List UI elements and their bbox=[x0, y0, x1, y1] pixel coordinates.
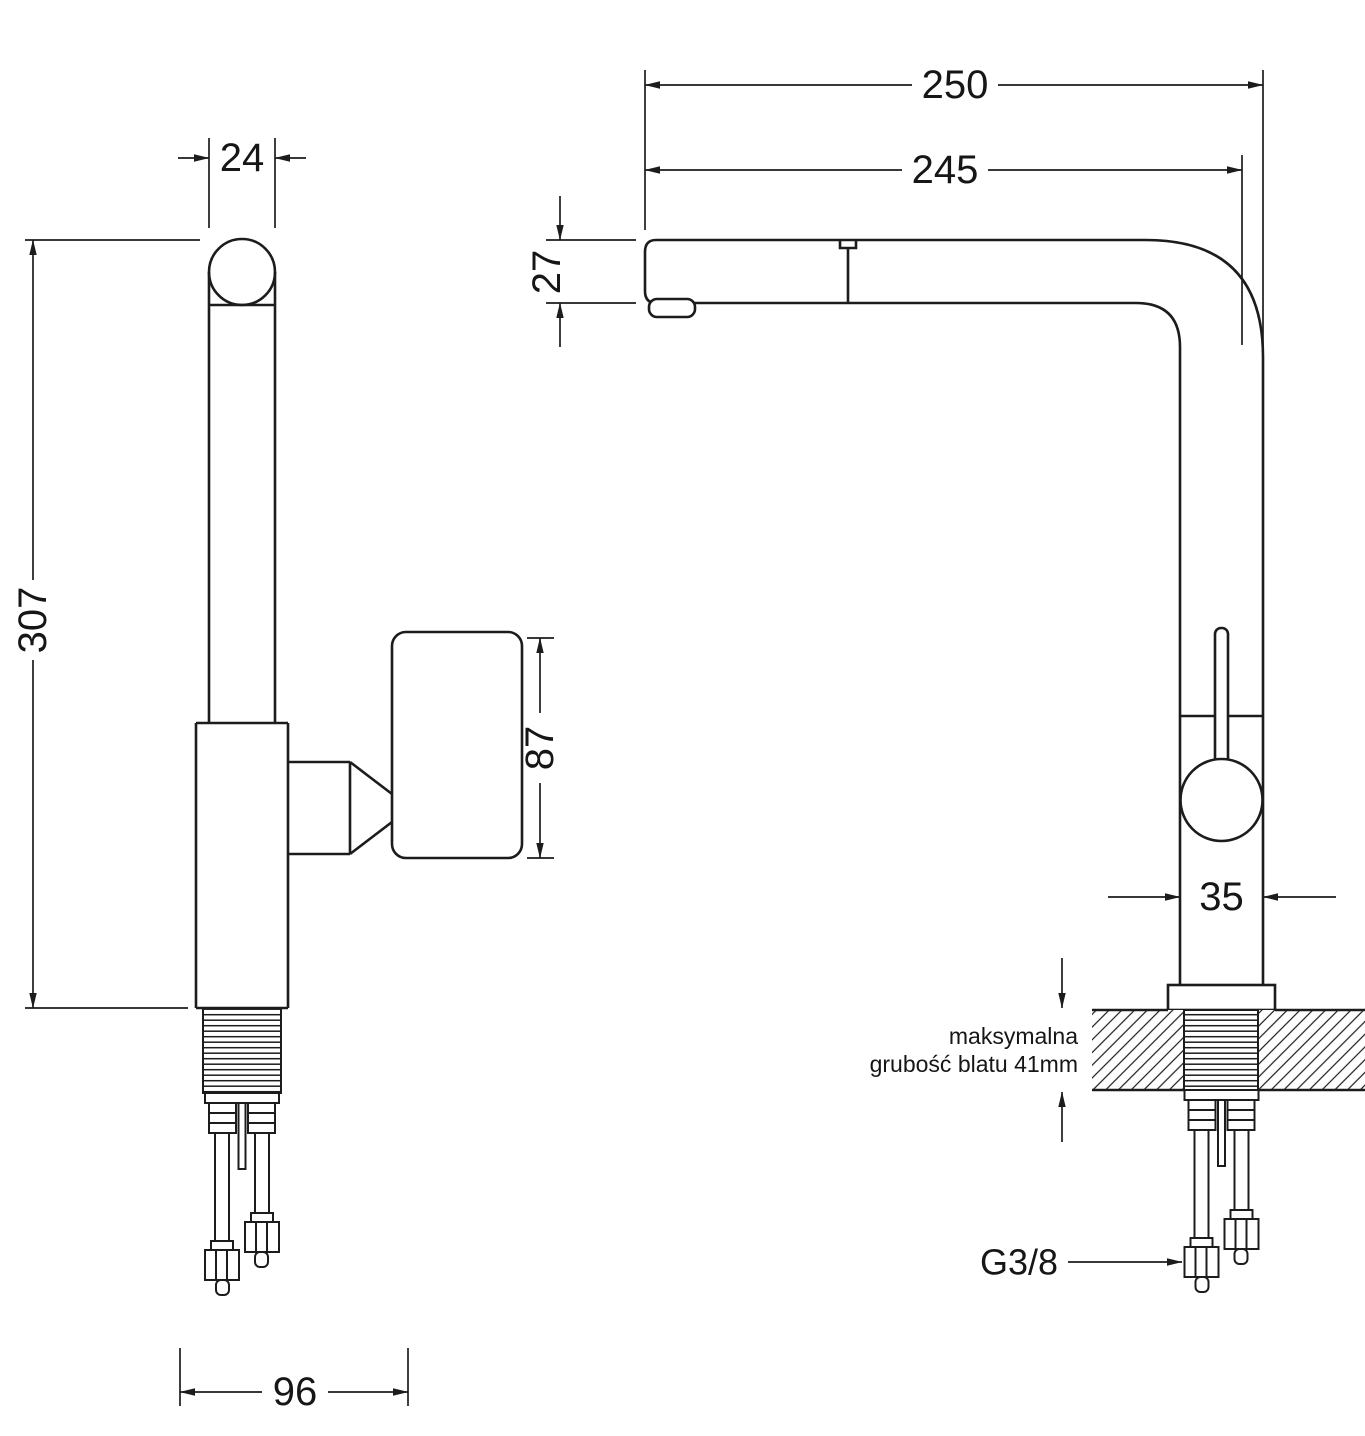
handle-lever bbox=[390, 630, 524, 860]
dim-label-245: 245 bbox=[912, 148, 979, 192]
handle-front bbox=[1179, 626, 1264, 843]
aerator bbox=[647, 297, 697, 319]
dimension-base-depth: 96 bbox=[179, 1348, 409, 1414]
dimension-total-reach: 250 bbox=[644, 63, 1264, 348]
dimension-spout-height: 27 bbox=[525, 196, 636, 347]
dim-label-35: 35 bbox=[1199, 875, 1244, 919]
mounting-hardware-side bbox=[204, 1092, 280, 1296]
dimension-handle-length: 87 bbox=[518, 637, 562, 859]
front-view: 250 245 27 35 maksymalna grub bbox=[525, 63, 1365, 1293]
countertop-section bbox=[1092, 1008, 1365, 1092]
dim-label-96: 96 bbox=[273, 1370, 318, 1414]
spout-outline bbox=[643, 238, 1265, 985]
spout-end-circle bbox=[207, 237, 277, 307]
dimension-body-diameter: 35 bbox=[1108, 875, 1336, 919]
dimension-spout-pipe-width: 24 bbox=[178, 136, 306, 228]
base-flange bbox=[1166, 983, 1277, 1012]
dim-label-307: 307 bbox=[11, 587, 55, 654]
mounting-thread-front bbox=[1183, 1009, 1259, 1091]
thread-size-label: G3/8 bbox=[980, 1242, 1058, 1283]
dim-label-27: 27 bbox=[525, 250, 569, 295]
countertop-note-line1: maksymalna bbox=[949, 1023, 1078, 1049]
countertop-note-line2: grubość blatu 41mm bbox=[870, 1051, 1078, 1077]
mounting-hardware-front bbox=[1183, 1089, 1260, 1293]
handle-ball-joint bbox=[1179, 757, 1264, 843]
dimension-spout-reach: 245 bbox=[644, 148, 1243, 345]
handle-side bbox=[288, 630, 524, 860]
mounting-thread-side bbox=[202, 1007, 282, 1094]
countertop-thickness-annotation: maksymalna grubość blatu 41mm bbox=[870, 958, 1078, 1142]
side-view: 24 307 87 96 bbox=[11, 136, 562, 1414]
dim-label-87: 87 bbox=[518, 726, 562, 771]
dim-label-24: 24 bbox=[220, 136, 265, 180]
connection-thread-callout: G3/8 bbox=[980, 1242, 1183, 1283]
dim-label-250: 250 bbox=[922, 63, 989, 107]
faucet-riser bbox=[194, 237, 290, 1010]
dimension-total-height: 307 bbox=[11, 239, 200, 1009]
